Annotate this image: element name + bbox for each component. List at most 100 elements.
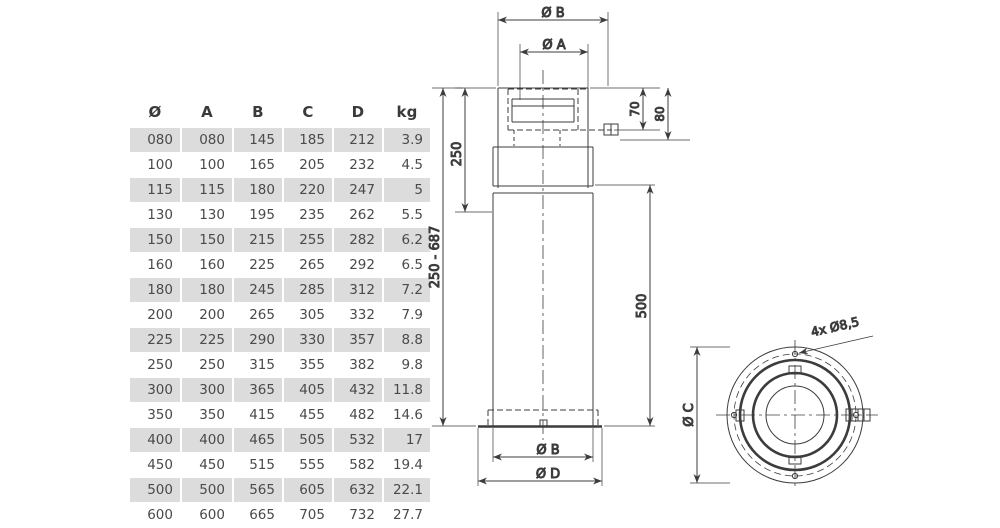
table-cell: 232 (349, 157, 375, 173)
table-cell: 515 (249, 457, 275, 473)
table-cell: 19.4 (392, 457, 423, 473)
table-cell: 250 (199, 357, 225, 373)
table-cell: 500 (182, 478, 232, 502)
table-cell: 195 (249, 207, 275, 223)
table-cell: 465 (234, 428, 282, 452)
table-cell: 255 (284, 228, 332, 252)
table-cell: 185 (284, 128, 332, 152)
table-cell: 262 (349, 207, 375, 223)
table-cell: 7.2 (384, 278, 430, 302)
dim-label-offset-70: 70 (628, 101, 642, 116)
table-cell: 14.6 (392, 407, 423, 423)
table-cell: 312 (334, 278, 382, 302)
table-cell: 265 (249, 307, 275, 323)
table-cell: 665 (249, 507, 275, 523)
table-cell: 555 (299, 457, 325, 473)
table-cell: 6.2 (384, 228, 430, 252)
table-cell: 165 (249, 157, 275, 173)
column-header-d: D (351, 103, 365, 121)
dim-label-offset-80: 80 (653, 106, 667, 121)
table-cell: 282 (334, 228, 382, 252)
table-cell: 355 (299, 357, 325, 373)
stop-lug (603, 123, 619, 136)
table-cell: 250 (147, 357, 173, 373)
table-cell: 600 (199, 507, 225, 523)
dim-label-height-250: 250 (450, 142, 465, 167)
table-cell: 200 (147, 307, 173, 323)
table-cell: 565 (234, 478, 282, 502)
table-cell: 455 (299, 407, 325, 423)
table-cell: 115 (130, 178, 180, 202)
column-header-kg: kg (396, 103, 418, 121)
table-cell: 365 (234, 378, 282, 402)
dim-label-diameter-d-bottom: Ø D (536, 467, 560, 482)
table-cell: 300 (130, 378, 180, 402)
table-cell: 415 (249, 407, 275, 423)
table-cell: 080 (182, 128, 232, 152)
dimension-height-500: 500 (595, 184, 655, 427)
table-cell: 350 (199, 407, 225, 423)
table-cell: 605 (284, 478, 332, 502)
table-cell: 350 (147, 407, 173, 423)
dimension-offset-70: 70 (590, 87, 660, 131)
table-cell: 382 (349, 357, 375, 373)
table-cell: 4.5 (401, 157, 423, 173)
table-cell: 290 (234, 328, 282, 352)
table-cell: 450 (147, 457, 173, 473)
table-cell: 432 (334, 378, 382, 402)
front-view-pipe-body (478, 70, 619, 440)
table-cell: 600 (147, 507, 173, 523)
table-cell: 9.8 (401, 357, 423, 373)
table-cell: 332 (349, 307, 375, 323)
table-cell: 225 (130, 328, 180, 352)
table-cell: 5 (384, 178, 430, 202)
table-cell: 150 (182, 228, 232, 252)
table-cell: 130 (199, 207, 225, 223)
dim-label-height-500: 500 (635, 294, 650, 319)
table-cell: 17 (384, 428, 430, 452)
dim-label-diameter-c: Ø C (682, 403, 697, 426)
dim-label-diameter-a-top: Ø A (542, 38, 565, 53)
table-cell: 100 (199, 157, 225, 173)
table-cell: 482 (349, 407, 375, 423)
column-header-a: A (201, 103, 213, 121)
column-header-c: C (302, 103, 314, 121)
table-cell: 180 (234, 178, 282, 202)
table-cell: 400 (130, 428, 180, 452)
table-cell: 22.1 (384, 478, 430, 502)
table-cell: 245 (234, 278, 282, 302)
table-cell: 205 (299, 157, 325, 173)
table-cell: 400 (182, 428, 232, 452)
table-cell: 405 (284, 378, 332, 402)
section-view-circles (716, 340, 878, 490)
dimension-diameter-b-bottom: Ø B (492, 428, 594, 462)
dimension-diameter-c: Ø C (682, 346, 730, 484)
table-cell: 080 (130, 128, 180, 152)
table-cell: 180 (182, 278, 232, 302)
column-header-diameter: Ø (148, 103, 162, 121)
table-cell: 705 (299, 507, 325, 523)
dim-label-diameter-b-bottom: Ø B (536, 443, 559, 458)
table-cell: 180 (130, 278, 180, 302)
table-cell: 225 (182, 328, 232, 352)
table-cell: 315 (249, 357, 275, 373)
table-header-row: Ø A B C D kg (130, 101, 430, 127)
table-cell: 505 (284, 428, 332, 452)
table-cell: 265 (299, 257, 325, 273)
column-header-b: B (252, 103, 264, 121)
dimension-height-250: 250 (450, 87, 496, 213)
table-cell: 6.5 (401, 257, 423, 273)
table-cell: 100 (147, 157, 173, 173)
dimension-diameter-b-top: Ø B (497, 6, 609, 86)
